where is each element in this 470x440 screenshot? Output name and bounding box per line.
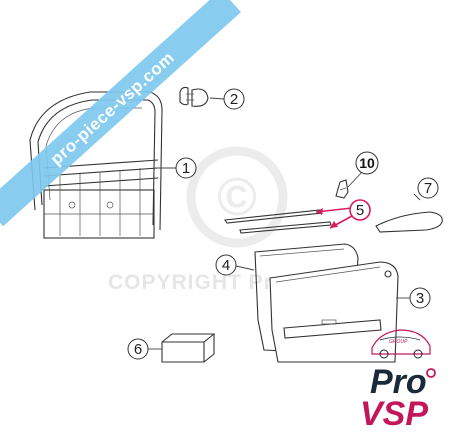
callout-2: 2: [223, 88, 245, 110]
callout-3: 3: [409, 287, 431, 309]
logo-dot-icon: [426, 368, 436, 378]
site-banner-text: pro-piece-vsp.com: [47, 48, 178, 169]
callout-4: 4: [215, 254, 237, 276]
callout-label: 1: [182, 160, 190, 177]
callout-5: 5: [349, 199, 371, 221]
part-6-box: [161, 333, 215, 363]
callout-label: 6: [134, 341, 142, 358]
callout-7: 7: [417, 177, 439, 199]
callout-label: 4: [222, 257, 230, 274]
callout-10: 10: [355, 151, 379, 175]
site-banner: pro-piece-vsp.com: [0, 0, 241, 227]
logo-group-text: GROUP: [389, 339, 408, 345]
copyright-symbol: ©: [217, 167, 257, 227]
logo-word-vsp: VSP: [360, 395, 428, 433]
callout-label: 3: [416, 290, 424, 307]
callout-6: 6: [127, 338, 149, 360]
part-1-door-frame: [29, 91, 163, 239]
part-7-trim-strip: [375, 211, 443, 233]
callout-label: 10: [359, 155, 375, 171]
part-10-clip: [335, 179, 349, 199]
leader-lines: [148, 97, 421, 350]
part-2-clip: [179, 86, 209, 107]
callout-label: 2: [230, 91, 238, 108]
car-icon: [371, 329, 431, 355]
logo-word-pro: Pro: [370, 363, 427, 401]
highlight-arrows: [315, 207, 353, 229]
callout-label: 5: [356, 202, 364, 219]
provsp-logo: GROUP Pro VSP: [360, 329, 436, 433]
part-3-outer-panel: [269, 261, 399, 363]
callout-1: 1: [175, 157, 197, 179]
callout-label: 7: [424, 180, 432, 197]
